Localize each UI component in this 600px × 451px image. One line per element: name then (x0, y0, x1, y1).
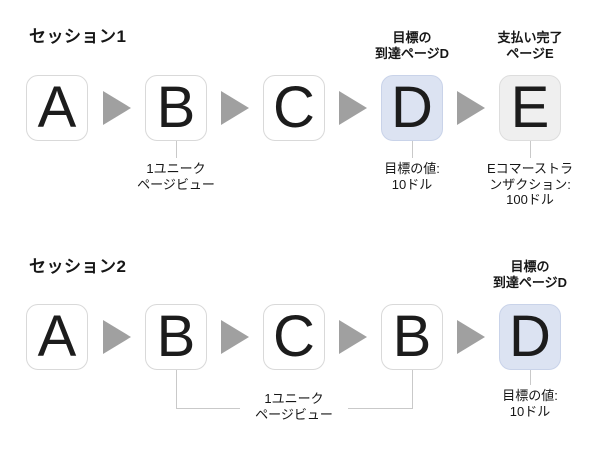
session2-goal-page-label: 目標の 到達ページD (492, 259, 568, 290)
connector-line (176, 141, 177, 158)
arrow-right-icon (221, 320, 249, 354)
arrow-right-icon (221, 91, 249, 125)
connector-line (348, 408, 413, 409)
session2-page-node-a: A (26, 304, 88, 370)
session1-goal-page-label: 目標の 到達ページD (374, 30, 450, 61)
session1-title: セッション1 (29, 27, 127, 46)
session1-unique-pageview-label: 1ユニーク ページビュー (137, 161, 215, 192)
session1-page-node-a: A (26, 75, 88, 141)
session2-page-node-b1: B (145, 304, 207, 370)
arrow-right-icon (457, 91, 485, 125)
session2-goal-value-label: 目標の値: 10ドル (502, 388, 558, 419)
arrow-right-icon (339, 320, 367, 354)
arrow-right-icon (103, 320, 131, 354)
session2-page-node-c: C (263, 304, 325, 370)
session1-payment-page-label: 支払い完了 ページE (497, 30, 563, 61)
session1-goal-value-label: 目標の値: 10ドル (384, 161, 440, 192)
session1-page-node-e-payment: E (499, 75, 561, 141)
session2-page-node-b2: B (381, 304, 443, 370)
session1-ecommerce-transaction-label: Eコマーストラ ンザクション: 100ドル (486, 161, 574, 207)
connector-line (412, 141, 413, 158)
connector-line (176, 408, 240, 409)
arrow-right-icon (457, 320, 485, 354)
session1-page-node-c: C (263, 75, 325, 141)
session2-title: セッション2 (29, 257, 127, 276)
session1-page-node-b: B (145, 75, 207, 141)
arrow-right-icon (339, 91, 367, 125)
arrow-right-icon (103, 91, 131, 125)
session1-page-node-d-goal: D (381, 75, 443, 141)
connector-line (530, 141, 531, 158)
session2-unique-pageview-label: 1ユニーク ページビュー (255, 391, 333, 422)
connector-line (176, 370, 177, 408)
session2-page-node-d-goal: D (499, 304, 561, 370)
connector-line (530, 370, 531, 385)
connector-line (412, 370, 413, 408)
